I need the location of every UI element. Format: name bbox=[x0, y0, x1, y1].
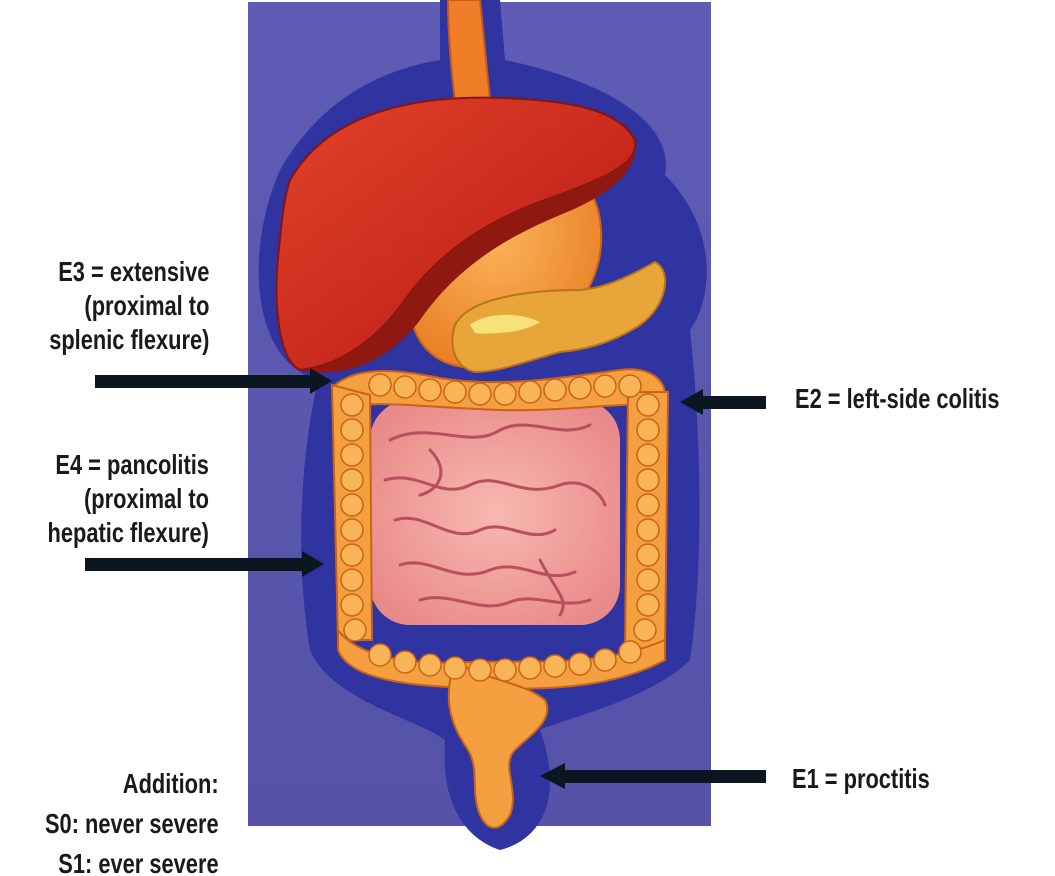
label-addition-line-3: S1: ever severe bbox=[45, 844, 219, 876]
label-e3-line-3: splenic flexure) bbox=[49, 323, 209, 357]
label-e3-line-2: (proximal to bbox=[49, 289, 209, 323]
label-e4-line-2: (proximal to bbox=[48, 482, 209, 516]
label-e3-line-1: E3 = extensive bbox=[49, 255, 209, 289]
label-addition: Addition: S0: never severe S1: ever seve… bbox=[45, 764, 219, 876]
label-addition-line-1: Addition: bbox=[45, 764, 219, 804]
label-e2-left-side-colitis: E2 = left-side colitis bbox=[795, 382, 1000, 416]
label-e3-extensive: E3 = extensive (proximal to splenic flex… bbox=[49, 255, 209, 357]
label-e4-pancolitis: E4 = pancolitis (proximal to hepatic fle… bbox=[48, 448, 209, 550]
label-addition-line-2: S0: never severe bbox=[45, 804, 219, 844]
label-e1-proctitis: E1 = proctitis bbox=[792, 762, 930, 796]
label-e4-line-3: hepatic flexure) bbox=[48, 516, 209, 550]
label-e4-line-1: E4 = pancolitis bbox=[48, 448, 209, 482]
